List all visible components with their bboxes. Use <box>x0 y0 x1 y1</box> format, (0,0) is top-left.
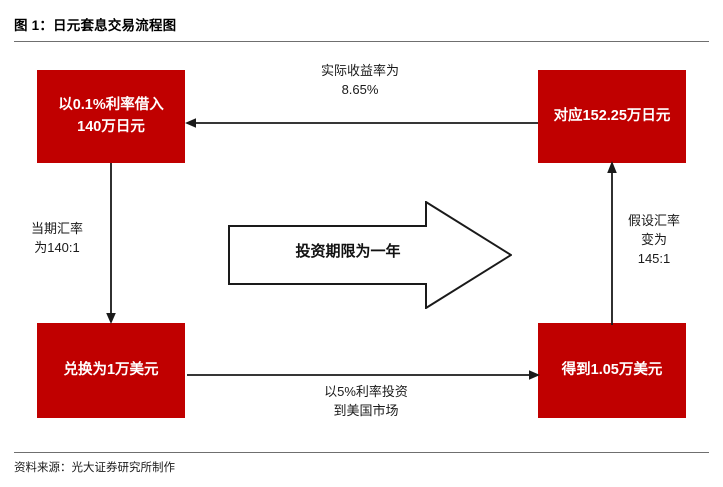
node-repay-jpy: 对应152.25万日元 <box>538 70 686 163</box>
node-receive-usd-label: 得到1.05万美元 <box>561 361 663 378</box>
node-convert-usd: 兑换为1万美元 <box>37 323 185 418</box>
node-borrow-jpy: 以0.1%利率借入140万日元 <box>37 70 185 163</box>
investment-horizon-block-arrow <box>228 201 512 309</box>
node-repay-jpy-label: 对应152.25万日元 <box>553 107 671 124</box>
node-convert-usd-label: 兑换为1万美元 <box>63 361 159 378</box>
source-note: 资料来源：光大证券研究所制作 <box>14 462 175 474</box>
footer-divider <box>14 452 709 453</box>
connector-label-right: 假设汇率 变为 145:1 <box>627 213 680 266</box>
figure-title: 图 1：日元套息交易流程图 <box>14 18 177 33</box>
connector-borrow-to-convert <box>100 163 122 325</box>
node-receive-usd: 得到1.05万美元 <box>538 323 686 418</box>
header-divider <box>14 41 709 42</box>
connector-repay-to-borrow <box>185 112 540 134</box>
node-borrow-jpy-label: 以0.1%利率借入140万日元 <box>58 97 164 135</box>
connector-label-bottom: 以5%利率投资 到美国市场 <box>324 384 408 418</box>
connector-label-top: 实际收益率为 8.65% <box>320 63 399 97</box>
connector-label-left: 当期汇率 为140:1 <box>30 221 83 255</box>
connector-receive-to-repay <box>601 161 623 325</box>
connector-convert-to-receive <box>185 364 540 386</box>
